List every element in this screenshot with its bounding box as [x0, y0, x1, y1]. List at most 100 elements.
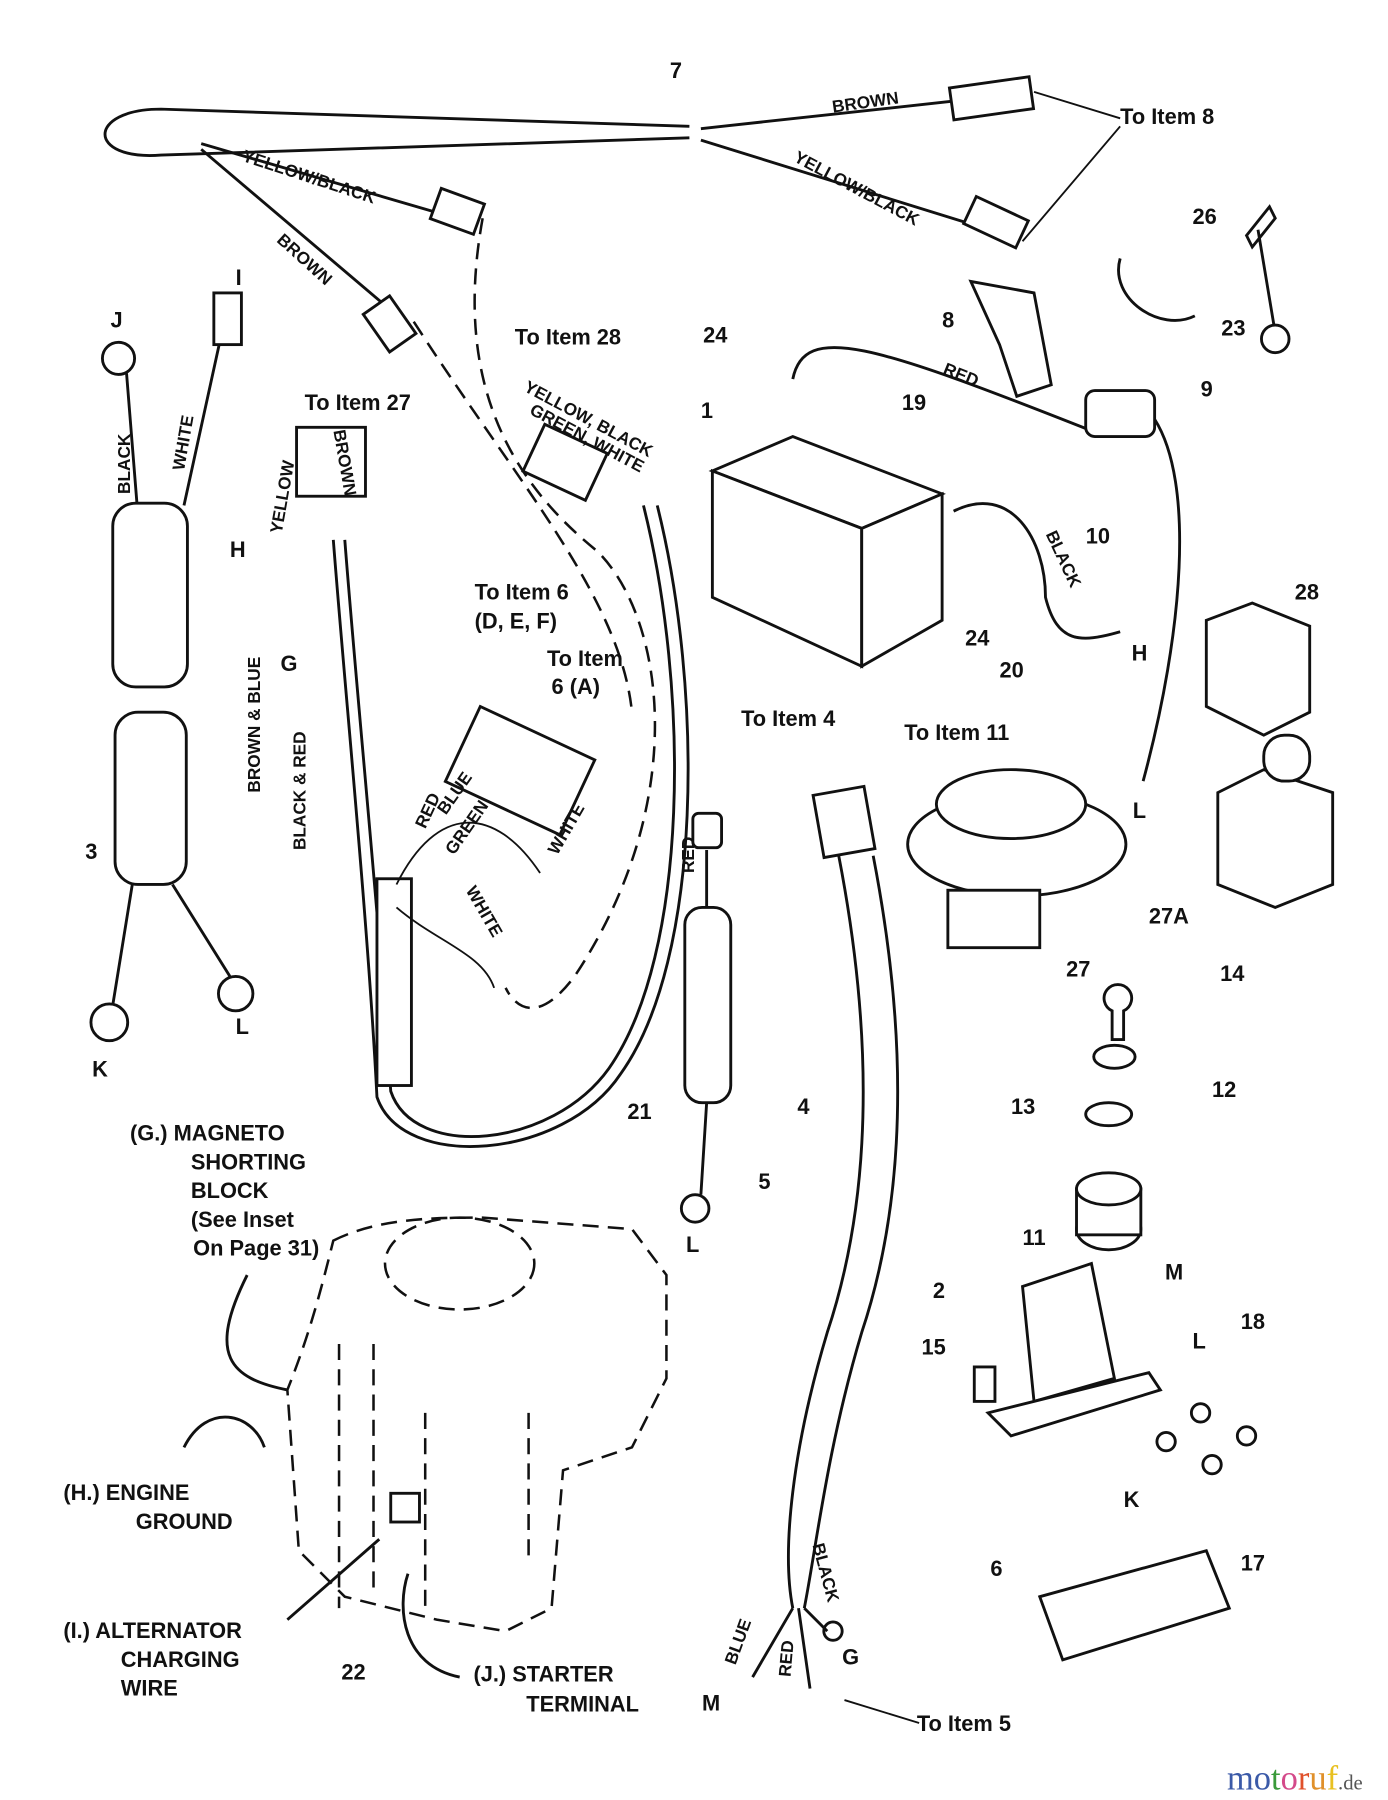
label-item-20: 20 [1000, 658, 1024, 683]
label-M-1: M [1165, 1260, 1183, 1285]
callout-h-line: (H.) ENGINE [63, 1480, 189, 1505]
label-I: I [236, 265, 242, 290]
label-item-5: 5 [758, 1169, 770, 1194]
label-to-item-6a-1: To Item [547, 646, 623, 671]
svg-text:motoruf.de: motoruf.de [1227, 1760, 1363, 1798]
label-black-cable4: BLACK [808, 1541, 843, 1605]
label-yellow-black-right: YELLOW/BLACK [791, 147, 923, 230]
small-parts [968, 204, 1291, 399]
callout-g-line: On Page 31) [193, 1236, 319, 1261]
label-item-8: 8 [942, 307, 954, 332]
label-yellow-27: YELLOW [266, 458, 299, 535]
label-item-18: 18 [1241, 1309, 1265, 1334]
callout-g-line: BLOCK [191, 1178, 269, 1203]
label-item-19: 19 [902, 390, 926, 415]
label-K-1: K [92, 1056, 108, 1081]
label-red-fuse: RED [678, 837, 698, 873]
label-item-26: 26 [1193, 204, 1217, 229]
fuse-holder-item-5 [679, 811, 733, 1224]
label-item-4: 4 [797, 1094, 810, 1119]
label-item-28: 28 [1295, 580, 1319, 605]
label-item-24b: 24 [965, 626, 990, 651]
callout-i-line: CHARGING [121, 1647, 240, 1672]
callout-arrows [182, 1274, 920, 1724]
relay-item-9 [1084, 389, 1182, 782]
label-item-23: 23 [1221, 315, 1245, 340]
label-item-11: 11 [1023, 1225, 1046, 1250]
label-item-6: 6 [990, 1556, 1002, 1581]
label-to-item-28: To Item 28 [515, 325, 621, 350]
harness-item-21 [295, 218, 690, 1148]
label-black-j: BLACK [114, 433, 134, 494]
label-H-1: H [230, 537, 246, 562]
label-item-22: 22 [341, 1659, 365, 1684]
label-def: (D, E, F) [475, 608, 557, 633]
switch-item-27 [906, 768, 1128, 950]
label-item-3: 3 [85, 839, 97, 864]
battery-item-1 [708, 346, 1121, 669]
label-brown-top: BROWN [831, 87, 900, 116]
ignition-switch-parts [1075, 983, 1143, 1252]
label-brown-blue: BROWN & BLUE [244, 657, 264, 793]
engine-outline [286, 1216, 668, 1633]
callout-j-line: (J.) STARTER [473, 1662, 613, 1687]
label-item-12: 12 [1212, 1077, 1236, 1102]
label-item-10: 10 [1086, 523, 1110, 548]
label-to-item-4: To Item 4 [741, 706, 836, 731]
label-red-cable4: RED [775, 1639, 798, 1677]
label-item-14: 14 [1220, 961, 1245, 986]
label-item-21: 21 [627, 1099, 651, 1124]
label-H-2: H [1132, 640, 1148, 665]
label-item-27a: 27A [1149, 904, 1189, 929]
label-item-1: 1 [701, 398, 713, 423]
label-black-red: BLACK & RED [290, 731, 310, 850]
label-J: J [110, 307, 122, 332]
label-to-item-5: To Item 5 [917, 1711, 1011, 1736]
label-item-13: 13 [1011, 1094, 1035, 1119]
label-item-2: 2 [933, 1278, 945, 1303]
label-white-harness-2: WHITE [462, 882, 507, 940]
callout-j: (J.) STARTER TERMINAL [473, 1662, 639, 1717]
callout-h: (H.) ENGINE GROUND [63, 1480, 232, 1534]
label-item-27: 27 [1066, 956, 1090, 981]
callout-g-line: SHORTING [191, 1149, 306, 1174]
label-blue-cable4: BLUE [720, 1616, 755, 1667]
label-G-2: G [842, 1644, 859, 1669]
switches-28-27a [1204, 601, 1335, 910]
label-to-item-6: To Item 6 [475, 580, 569, 605]
label-black-battery: BLACK [1042, 527, 1086, 591]
connector-item-6 [1037, 1549, 1232, 1662]
callout-j-line: TERMINAL [526, 1692, 639, 1717]
label-item-17: 17 [1241, 1550, 1265, 1575]
label-to-item-11: To Item 11 [904, 720, 1009, 745]
callout-g: (G.) MAGNETO SHORTING BLOCK (See Inset O… [130, 1121, 319, 1261]
label-L-2: L [236, 1014, 249, 1039]
label-G-1: G [280, 651, 297, 676]
callout-i-line: WIRE [121, 1675, 178, 1700]
callout-i-line: (I.) ALTERNATOR [63, 1618, 242, 1643]
label-to-item-27: To Item 27 [305, 390, 411, 415]
label-to-item-6a-2: 6 (A) [552, 674, 600, 699]
cable-item-3 [89, 291, 255, 1043]
label-to-item-8: To Item 8 [1120, 104, 1214, 129]
label-L-1: L [1133, 798, 1146, 823]
label-M-2: M [702, 1690, 720, 1715]
callout-i: (I.) ALTERNATOR CHARGING WIRE [63, 1618, 242, 1700]
callout-g-line: (G.) MAGNETO [130, 1121, 285, 1146]
motoruf-watermark-logo: motoruf.de [1227, 1760, 1363, 1798]
label-L-4: L [1193, 1329, 1206, 1354]
callout-h-line: GROUND [136, 1509, 233, 1534]
callout-g-line: (See Inset [191, 1207, 294, 1232]
label-item-24a: 24 [703, 322, 728, 347]
label-item-9: 9 [1201, 376, 1213, 401]
label-item-7: 7 [670, 58, 682, 83]
label-red-top: RED [941, 358, 982, 390]
label-item-15: 15 [921, 1334, 945, 1359]
bracket-item-2 [972, 1261, 1258, 1476]
label-L-3: L [686, 1232, 699, 1257]
label-K-2: K [1124, 1487, 1140, 1512]
part-labels: 7 BROWN To Item 8 YELLOW/BLACK YELLOW/BL… [63, 58, 1319, 1736]
harness-item-7 [103, 75, 1121, 354]
